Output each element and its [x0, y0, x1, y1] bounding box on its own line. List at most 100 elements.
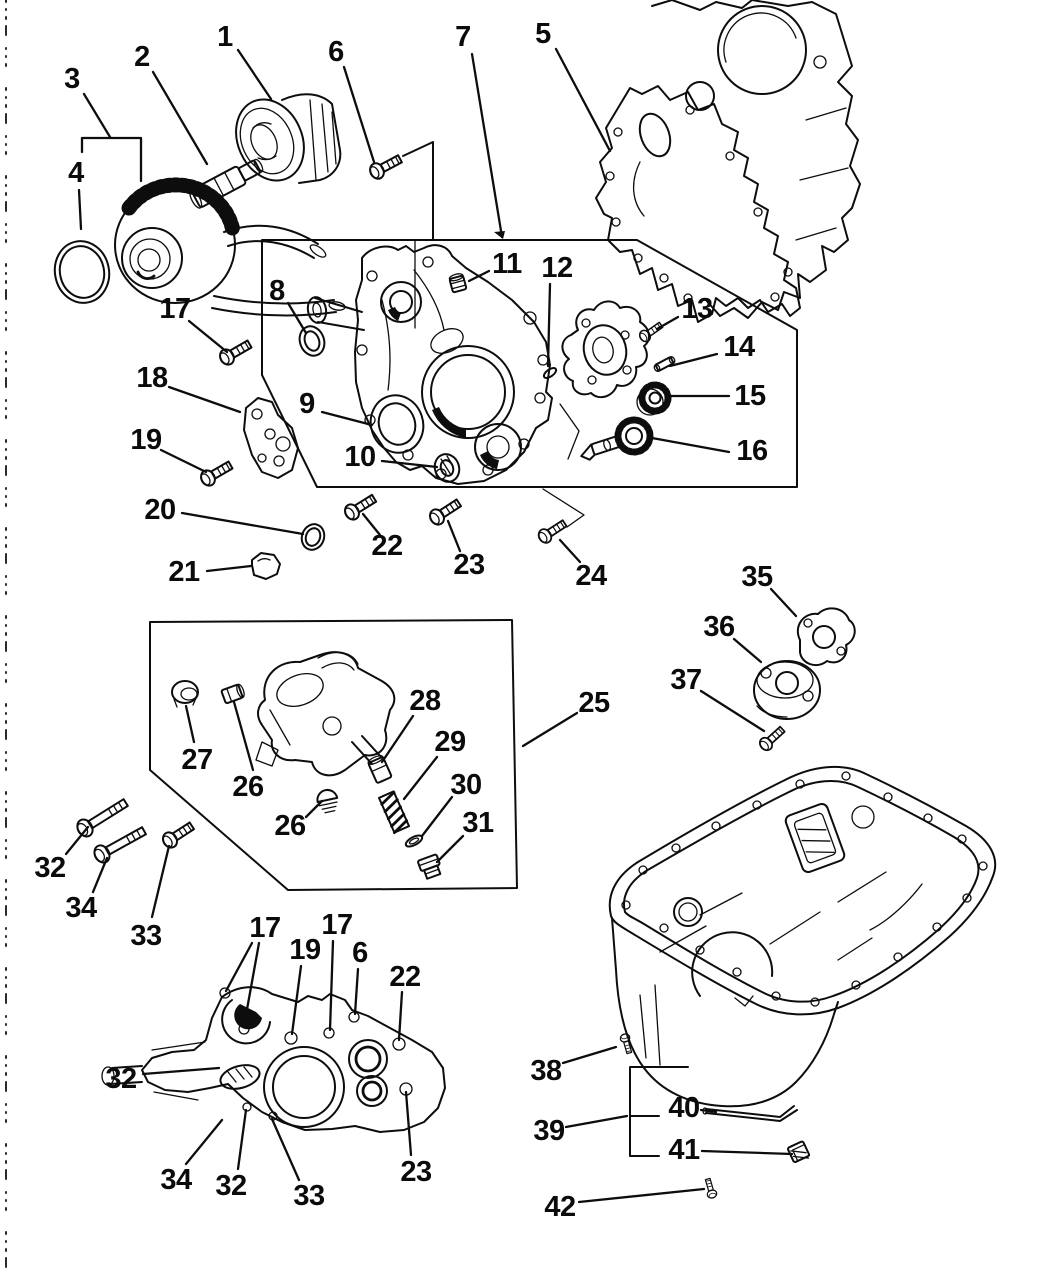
- callout-28-label: 28: [409, 685, 441, 717]
- flange-36-drawing: [753, 660, 821, 720]
- callout-2-label: 2: [134, 41, 150, 73]
- callout-11-label: 11: [492, 248, 522, 280]
- callout-10-label: 10: [344, 441, 375, 473]
- timing-cover-box: [261, 141, 798, 528]
- relief-spring-29-drawing: [377, 790, 411, 835]
- leader-line-35: [769, 587, 798, 618]
- leader-line-26: [304, 799, 324, 819]
- leader-line-19: [159, 448, 208, 474]
- callout-23-label: 23: [400, 1156, 432, 1188]
- leader-line-17: [224, 941, 254, 993]
- leader-line-13: [655, 315, 680, 331]
- callout-32-label: 32: [215, 1170, 246, 1202]
- callout-13-label: 13: [681, 293, 713, 325]
- bolt-24-drawing: [534, 516, 570, 547]
- leader-line-16: [650, 436, 731, 454]
- callout-4-label: 4: [68, 157, 84, 189]
- leader-line-17: [187, 319, 229, 354]
- callout-36-label: 36: [703, 611, 735, 643]
- leader-line-28: [380, 714, 415, 764]
- callout-42-label: 42: [544, 1191, 575, 1223]
- callout-29-label: 29: [434, 726, 466, 758]
- leader-line-10: [380, 459, 439, 469]
- callout-39-label: 39: [533, 1115, 565, 1147]
- leader-line-8: [286, 301, 308, 335]
- callout-5-label: 5: [535, 18, 551, 50]
- seal-9-drawing: [369, 394, 425, 454]
- callout-38-label: 38: [530, 1055, 562, 1087]
- bolt-19-drawing: [196, 457, 236, 490]
- plug-21-drawing: [251, 552, 281, 580]
- callout-32-label: 32: [105, 1063, 136, 1095]
- seal-8-drawing: [298, 325, 326, 357]
- pin-12-drawing: [542, 367, 558, 379]
- leader-line-33: [270, 1117, 301, 1182]
- leader-line-7: [470, 52, 504, 239]
- timing-cover-drawing: [306, 244, 553, 485]
- oil-pump-pickup-box: [149, 619, 518, 891]
- oil-cooler-drawing: [114, 177, 346, 317]
- leader-line-34: [184, 1118, 224, 1166]
- pin-14-drawing: [653, 356, 676, 372]
- leader-line-32: [64, 825, 90, 856]
- callout-23-label: 23: [453, 549, 485, 581]
- callout-19-label: 19: [130, 424, 162, 456]
- oil-pan-drawing: [608, 765, 997, 1108]
- engine-block-drawing: [651, 0, 861, 319]
- callout-24-label: 24: [575, 560, 607, 592]
- callout-16-label: 16: [736, 435, 768, 467]
- gear-15-drawing: [636, 381, 672, 416]
- callout-18-label: 18: [136, 362, 168, 394]
- callout-14-label: 14: [723, 331, 755, 363]
- leader-line-23: [446, 519, 462, 553]
- washer-30-drawing: [404, 834, 424, 848]
- callout-32-label: 32: [34, 852, 65, 884]
- bolt-42-drawing: [702, 1177, 719, 1200]
- callout-22-label: 22: [371, 530, 402, 562]
- filter-nipple-drawing: [189, 158, 264, 209]
- leader-line-20: [180, 511, 305, 536]
- o-ring-4-drawing: [53, 240, 111, 304]
- leader-line-5: [554, 47, 612, 153]
- leader-line-17: [328, 939, 335, 1032]
- bracket-18-drawing: [243, 397, 299, 479]
- leader-line-25: [521, 711, 579, 748]
- leader-line-26: [232, 700, 255, 772]
- cap-26-drawing: [316, 788, 339, 814]
- leader-line-33: [150, 844, 171, 919]
- bolt-23-drawing: [425, 495, 465, 529]
- relief-piston-28-drawing: [367, 755, 393, 784]
- callout-34-label: 34: [160, 1164, 192, 1196]
- callout-1-label: 1: [217, 21, 233, 53]
- callout-33-label: 33: [293, 1180, 325, 1212]
- leader-line-11: [467, 269, 491, 283]
- callout-17-label: 17: [249, 912, 280, 944]
- leader-line-36: [732, 637, 763, 664]
- leader-line-1: [236, 48, 273, 101]
- callout-35-label: 35: [741, 561, 773, 593]
- plug-11-drawing: [448, 273, 468, 294]
- leader-line-31: [435, 834, 465, 864]
- gasket-5-drawing: [595, 85, 801, 323]
- callout-21-label: 21: [168, 556, 200, 588]
- leader-line-41: [700, 1149, 794, 1156]
- leader-line-32: [236, 1108, 248, 1171]
- bolt-17-drawing: [215, 336, 255, 369]
- callout-41-label: 41: [668, 1134, 700, 1166]
- leader-line-32: [141, 1066, 221, 1076]
- leader-line-17: [242, 941, 261, 1028]
- callout-25-label: 25: [578, 687, 610, 719]
- leader-line-6: [353, 967, 360, 1016]
- leader-line-29: [402, 755, 439, 801]
- callout-17-label: 17: [321, 909, 352, 941]
- plug-41-drawing: [787, 1140, 811, 1163]
- leader-line-3: [82, 92, 112, 139]
- callout-15-label: 15: [734, 380, 766, 412]
- leader-line-40: [699, 1108, 718, 1114]
- callout-19-label: 19: [289, 934, 321, 966]
- callout-31-label: 31: [462, 807, 494, 839]
- shaft-gear-16-drawing: [580, 416, 654, 461]
- callout-30-label: 30: [450, 769, 481, 801]
- leader-line-6: [342, 65, 376, 164]
- callout-40-label: 40: [668, 1092, 699, 1124]
